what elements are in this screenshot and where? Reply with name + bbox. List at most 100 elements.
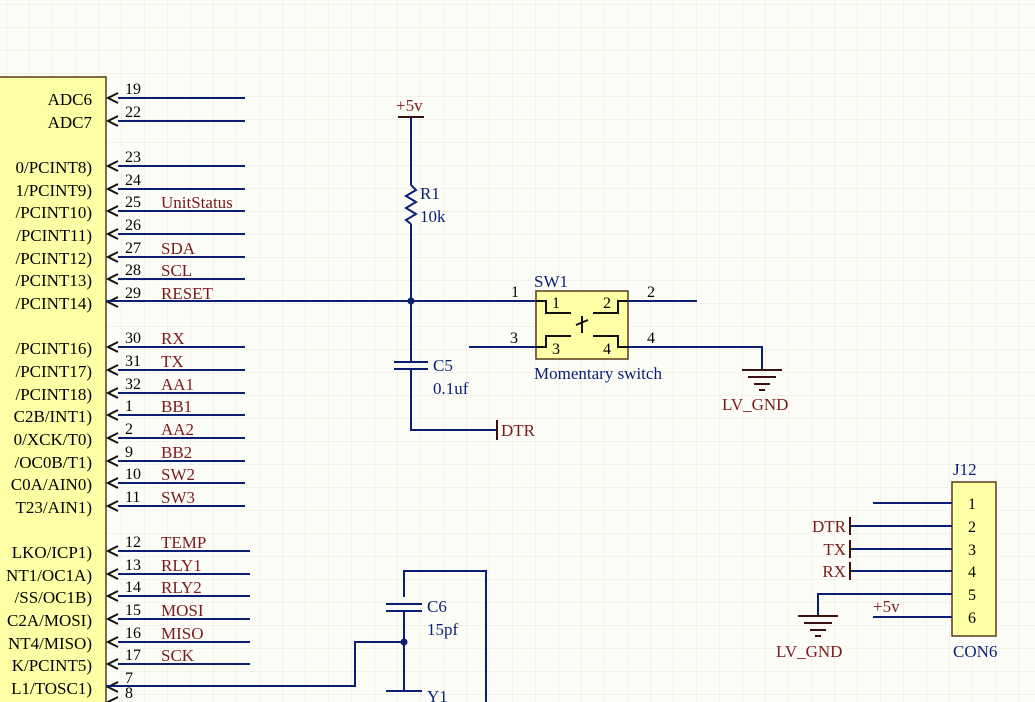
j12-pin-row[interactable]: 4 RX [822, 562, 976, 581]
mcu-pin-number: 30 [125, 330, 141, 347]
mcu-pin-arrow [105, 477, 119, 489]
mcu-net-label: SW2 [161, 465, 195, 484]
reset-circuit: +5v R1 10k C5 0.1uf DTR [106, 96, 697, 440]
j12-pin-number: 2 [968, 519, 976, 536]
mcu-net-label: BB2 [161, 443, 192, 462]
mcu-net-label: MISO [161, 624, 204, 643]
mcu-pin-number: 19 [125, 81, 141, 98]
mcu-pin-label: /PCINT17) [16, 362, 93, 381]
mcu-pin-arrow [105, 273, 119, 285]
mcu-pin-arrow [105, 658, 119, 670]
mcu-pin-row[interactable]: 8 [105, 685, 133, 702]
mcu-net-label: SDA [161, 239, 196, 258]
mcu-pin-number: 24 [125, 172, 141, 189]
sw1-switch[interactable]: SW1 Momentary switch 1 2 3 4 1 2 3 4 [469, 272, 763, 383]
mcu-pin-number: 2 [125, 421, 133, 438]
j12-pin-row[interactable]: 1 [873, 496, 976, 513]
mcu-pin-arrow [105, 590, 119, 602]
sw1-inner4: 4 [603, 341, 611, 358]
r1-resistor[interactable] [404, 184, 418, 225]
mcu-pin-arrow [105, 160, 119, 172]
mcu-pin-label: 0/PCINT8) [16, 158, 93, 177]
mcu-pin-arrow [105, 387, 119, 399]
j12-pin-number: 6 [968, 610, 976, 627]
mcu-pin-label: C2A/MOSI) [7, 611, 92, 630]
gnd-symbol-sw: LV_GND [722, 369, 788, 414]
mcu-pin-label: /PCINT11) [16, 226, 92, 245]
j12-connector[interactable]: J12 CON6 [951, 460, 997, 661]
mcu-net-label: AA2 [161, 420, 194, 439]
mcu-pin-label: ADC7 [48, 113, 93, 132]
j12-pin-row[interactable]: 3TX [823, 540, 976, 559]
mcu-pin-label: 0/XCK/T0) [14, 430, 92, 449]
mcu-net-label: AA1 [161, 375, 194, 394]
mcu-pin-label: /PCINT10) [16, 203, 93, 222]
mcu-pin-arrow [105, 455, 119, 467]
mcu-pin-number: 17 [125, 647, 141, 664]
mcu-pin-label: /PCINT18) [16, 385, 93, 404]
mcu-pin-number: 9 [125, 444, 133, 461]
mcu-pin-row[interactable]: 1/PCINT9)24 [16, 172, 246, 200]
r1-value: 10k [420, 207, 446, 226]
j12-pin-number: 5 [968, 587, 976, 604]
c5-ref: C5 [433, 356, 453, 375]
r1-ref: R1 [420, 184, 440, 203]
mcu-pin-number: 12 [125, 534, 141, 551]
mcu-pin-arrow [105, 92, 119, 104]
mcu-net-label: SCL [161, 261, 192, 280]
j12-pin-number: 4 [968, 564, 976, 581]
mcu-net-label: TX [161, 352, 184, 371]
j12-pin-row[interactable]: 6 +5v [873, 597, 976, 627]
y1-ref: Y1 [427, 687, 448, 702]
mcu-body[interactable] [0, 76, 107, 702]
crystal-circuit: C6 15pf Y1 [106, 570, 487, 702]
mcu-pin-arrow [105, 568, 119, 580]
sw1-pin2: 2 [647, 284, 655, 301]
mcu-pin-row[interactable]: /PCINT11) 26 [16, 217, 245, 245]
j12-net-label: RX [822, 562, 846, 581]
mcu-net-label: RLY1 [161, 556, 202, 575]
sw1-inner3: 3 [552, 341, 560, 358]
mcu-pin-row[interactable]: /OC0B/T1) 9 BB2 [15, 443, 245, 472]
j12-pin-row[interactable]: 5 [968, 587, 976, 604]
mcu-pin-number: 26 [125, 217, 141, 234]
reset-junction [407, 297, 415, 305]
mcu-pin-number: 29 [125, 285, 141, 302]
mcu-pin-row[interactable]: 0/XCK/T0) 2 AA2 [14, 420, 245, 449]
mcu-pin-label: /PCINT14) [16, 294, 93, 313]
j12-pin-number: 3 [968, 542, 976, 559]
sw1-inner2: 2 [603, 295, 611, 312]
mcu-pin-arrow [105, 183, 119, 195]
mcu-pin-row[interactable]: 0/PCINT8)23 [16, 149, 246, 177]
mcu-pin-label: /PCINT16) [16, 339, 93, 358]
mcu-pin-label: C0A/AIN0) [11, 475, 92, 494]
mcu-pin-label: T23/AIN1) [16, 498, 92, 517]
mcu-pin-label: /OC0B/T1) [15, 453, 92, 472]
sw1-inner1: 1 [552, 295, 560, 312]
mcu-pin-number: 28 [125, 262, 141, 279]
mcu-pin-arrow [105, 545, 119, 557]
j12-net-label: +5v [873, 597, 900, 616]
mcu-pin-arrow [105, 341, 119, 353]
